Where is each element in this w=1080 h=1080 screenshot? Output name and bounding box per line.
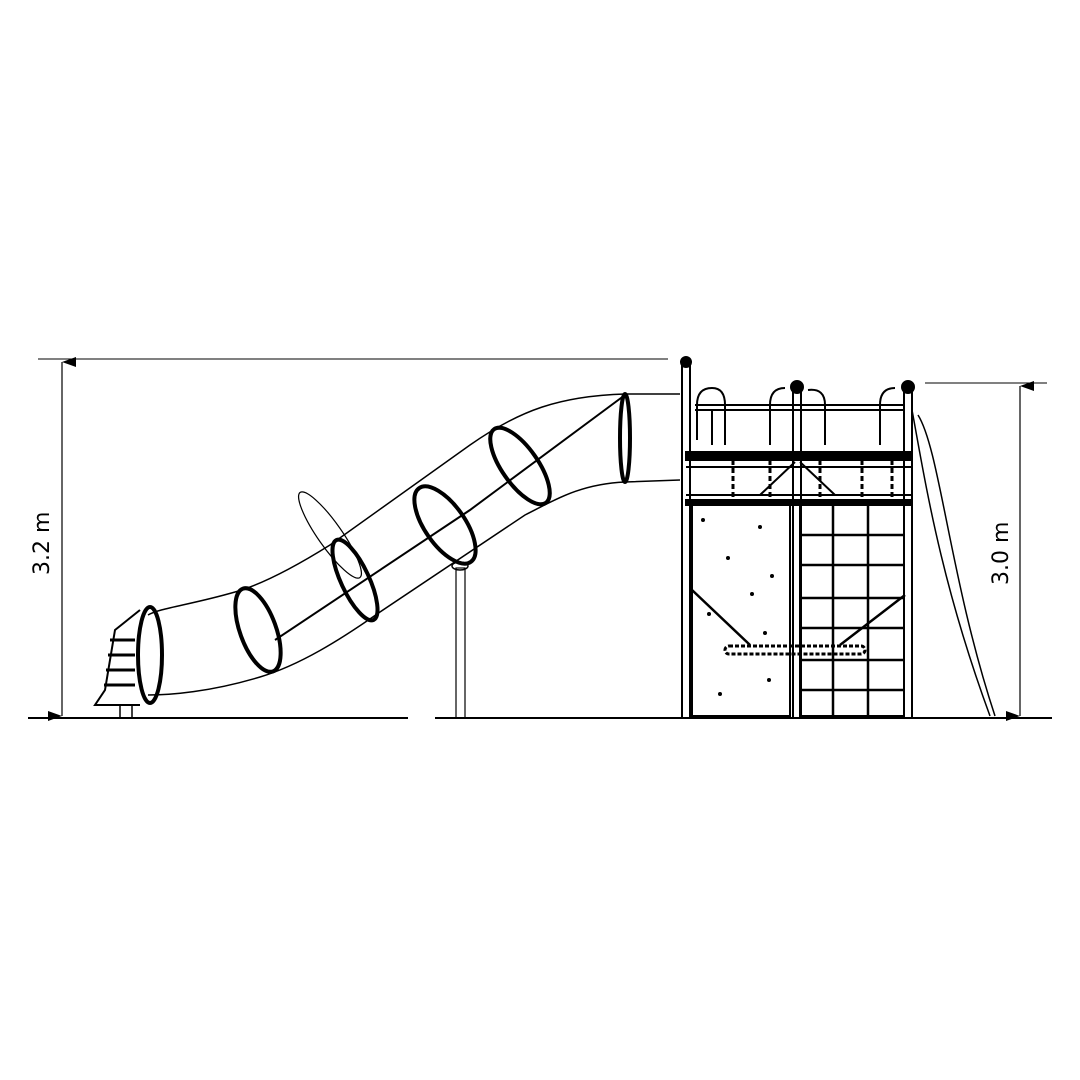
tube-slide	[93, 392, 681, 719]
dimension-left	[38, 357, 668, 721]
dimension-right	[925, 381, 1047, 721]
dimension-label-right: 3.0 m	[989, 522, 1014, 585]
slide-support-post	[451, 561, 469, 719]
play-tower	[680, 356, 996, 719]
dimension-label-left: 3.2 m	[30, 512, 55, 575]
